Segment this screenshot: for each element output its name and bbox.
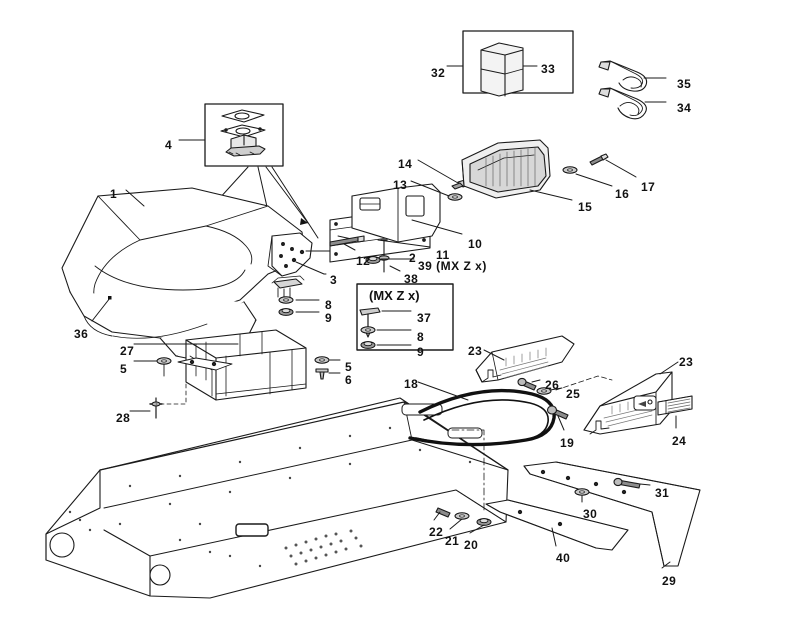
callout-5-washer-right: 5 [345, 360, 353, 374]
screw-31 [613, 477, 641, 489]
chassis-tunnel [45, 397, 509, 599]
callout-22-screw: 22 [429, 525, 444, 539]
callout-31-screw: 31 [655, 486, 670, 500]
screw-6 [315, 368, 329, 380]
rivet-28 [149, 397, 163, 419]
callout-40-trim-strip: 40 [556, 551, 571, 565]
callout-37-pin-mxz: 37 [417, 311, 432, 325]
callout-38-pin: 38 [404, 272, 419, 286]
detail-box-mxz-frame [356, 283, 454, 351]
mxz-box-title: (MX Z x) [369, 288, 420, 303]
callout-11-plate: 11 [436, 248, 450, 262]
trim-strip-40 [485, 499, 629, 551]
callout-23-side-panel-right: 23 [679, 355, 694, 369]
callout-36-seat-cover: 36 [74, 327, 89, 341]
callout-29-running-board: 29 [662, 574, 677, 588]
callout-12-screw: 12 [356, 254, 371, 268]
callout-18-seat-strap: 18 [404, 377, 419, 391]
fastener-19 [546, 405, 569, 420]
callout-32-detail-box: 32 [431, 66, 446, 80]
detail-box-32-frame [462, 30, 574, 97]
callout-14-bulb: 14 [398, 157, 413, 171]
callout-8-washer: 8 [325, 298, 333, 312]
callout-30-washer: 30 [583, 507, 598, 521]
callout-10-taillight-housing: 10 [468, 237, 483, 251]
callout-28-rivet: 28 [116, 411, 131, 425]
callout-23-side-panel-left: 23 [468, 344, 483, 358]
detail-box-4-frame [204, 103, 284, 167]
callout-1-seat: 1 [110, 187, 118, 201]
callout-2-bracket: 2 [409, 251, 417, 265]
screw-12 [329, 235, 365, 247]
callout-17-screw: 17 [641, 180, 656, 194]
taillight-lens [461, 139, 551, 199]
wrench-35 [598, 60, 648, 92]
callout-15-lens: 15 [578, 200, 593, 214]
callout-5-washer-left: 5 [120, 362, 128, 376]
fastener-group-20-21-22 [435, 507, 492, 526]
side-panel-left-23 [475, 335, 575, 383]
callout-6-screw: 6 [345, 373, 353, 387]
taillight-mount-plate [329, 183, 441, 263]
callout-16-washer: 16 [615, 187, 630, 201]
callout-3-support: 3 [330, 273, 338, 287]
screw-17 [589, 153, 609, 166]
callout-24-decal: 24 [672, 434, 687, 448]
callout-34-wrench-lower: 34 [677, 101, 692, 115]
decal-24 [657, 395, 693, 416]
side-panel-right-23 [583, 371, 673, 435]
callout-20-nut: 20 [464, 538, 479, 552]
callout-27-storage-box: 27 [120, 344, 135, 358]
callout-39-mxz-variant: 39 (MX Z x) [418, 259, 487, 273]
running-board-29 [523, 461, 701, 567]
storage-box-27 [177, 329, 307, 401]
callout-25-washer: 25 [566, 387, 581, 401]
callout-26-screw: 26 [545, 378, 560, 392]
callout-9-nut-mxz: 9 [417, 345, 425, 359]
callout-35-wrench-upper: 35 [677, 77, 692, 91]
callout-4-detail-box: 4 [165, 138, 173, 152]
seat-bracket [267, 232, 313, 277]
callout-21-washer: 21 [445, 534, 460, 548]
hinge-clip-group [271, 275, 305, 316]
callout-8-washer-mxz: 8 [417, 330, 425, 344]
callout-9-nut: 9 [325, 311, 333, 325]
seat-assembly [61, 187, 305, 363]
fastener-26 [517, 377, 537, 391]
wrench-34 [598, 87, 647, 120]
callout-33-foam-block: 33 [541, 62, 556, 76]
callout-19-screw: 19 [560, 436, 575, 450]
callout-13-nut: 13 [393, 178, 408, 192]
seat-strap-18 [408, 388, 556, 447]
